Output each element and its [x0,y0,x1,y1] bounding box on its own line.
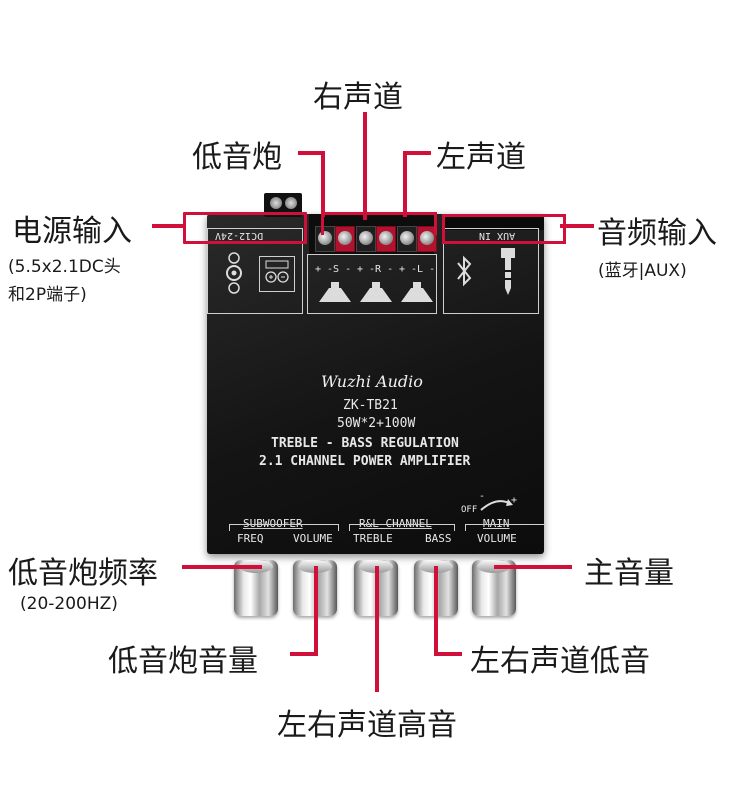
speaker-label-r: + -R - [357,264,394,275]
callout-power-input-note-1: (5.5x2.1DC头 [8,257,121,277]
subwoofer-leader-h [298,151,325,155]
speaker-output-panel [307,254,437,314]
terminal-s-minus [335,226,355,252]
description-line: 2.1 CHANNEL POWER AMPLIFIER [259,454,471,469]
power-spec: 50W*2+100W [337,416,416,431]
subwoofer-group-bracket [229,524,339,531]
speaker-label-s: + -S - [315,264,352,275]
callout-sub-volume: 低音炮音量 [108,644,258,679]
knob-label-treble: TREBLE [353,532,393,545]
aux-plug-icon [501,248,515,295]
subwoofer-leader-v [321,151,325,217]
power-input-leader-h [152,224,186,228]
main-volume-knob[interactable] [472,560,516,616]
dc-jack-icon [226,252,242,294]
brand-logo: Wuzhi Audio [321,372,423,391]
aux-jack-block [443,214,544,230]
two-pin-terminal [259,256,295,292]
amplifier-board: DC12-24V + -S - + -R - + -L - AUX IN [207,214,544,554]
off-label: OFF [461,505,478,515]
speaker-icon [401,282,433,302]
audio-input-panel [443,228,539,314]
main-group-bracket [465,524,544,531]
callout-audio-input: 音频输入 [597,216,717,251]
callout-sub-freq: 低音炮频率 [8,556,158,591]
plus-sign: + [511,495,518,506]
dc-input-panel [207,228,303,314]
terminal-r-plus [356,226,376,252]
main-group-label: MAIN [483,517,510,530]
right-channel-leader [363,112,367,220]
callout-left-channel: 左声道 [436,140,526,175]
subwoofer-group-label: SUBWOOFER [243,517,303,530]
bluetooth-icon [457,255,472,287]
knob-label-freq: FREQ [237,532,264,545]
terminal-r-minus [376,226,396,252]
speaker-icon [360,282,392,302]
terminal-l-plus [397,226,417,252]
callout-sub-freq-note: (20-200HZ) [20,594,118,614]
callout-power-input: 电源输入 [12,214,132,249]
audio-input-bracket [442,214,566,244]
knob-label-bass: BASS [425,532,452,545]
power-input-bracket [183,212,307,244]
left-channel-leader-h [403,151,431,155]
callout-main-volume: 主音量 [584,556,674,591]
subwoofer-freq-knob[interactable] [234,560,278,616]
treble-leader [375,566,379,692]
terminal-l-minus [417,226,437,252]
sub-volume-leader-v [314,566,318,656]
speaker-terminal-bracket [321,212,437,235]
bass-leader-v [434,566,438,656]
audio-input-leader-h [560,224,594,228]
knob-label-main-volume: VOLUME [477,532,517,545]
callout-lr-treble: 左右声道高音 [277,708,457,743]
sub-freq-leader [182,565,262,569]
left-channel-leader-v [403,151,407,217]
knob-label-sub-volume: VOLUME [293,532,333,545]
callout-power-input-note-2: 和2P端子) [8,285,87,305]
rl-group-bracket [349,524,455,531]
callout-right-channel: 右声道 [313,80,403,115]
callout-audio-input-note: (蓝牙|AUX) [598,261,687,281]
sub-volume-leader-h [290,652,318,656]
speaker-label-l: + -L - [399,264,436,275]
volume-dial-arrow-icon [480,499,513,511]
callout-lr-bass: 左右声道低音 [470,644,650,679]
feature-line: TREBLE - BASS REGULATION [271,436,459,451]
minus-sign: - [479,491,486,502]
speaker-icon [319,282,351,302]
callout-subwoofer: 低音炮 [192,140,282,175]
model-number: ZK-TB21 [343,398,398,413]
rl-channel-group-label: R&L CHANNEL [359,517,432,530]
bass-leader-h [434,652,462,656]
main-volume-leader [494,565,572,569]
